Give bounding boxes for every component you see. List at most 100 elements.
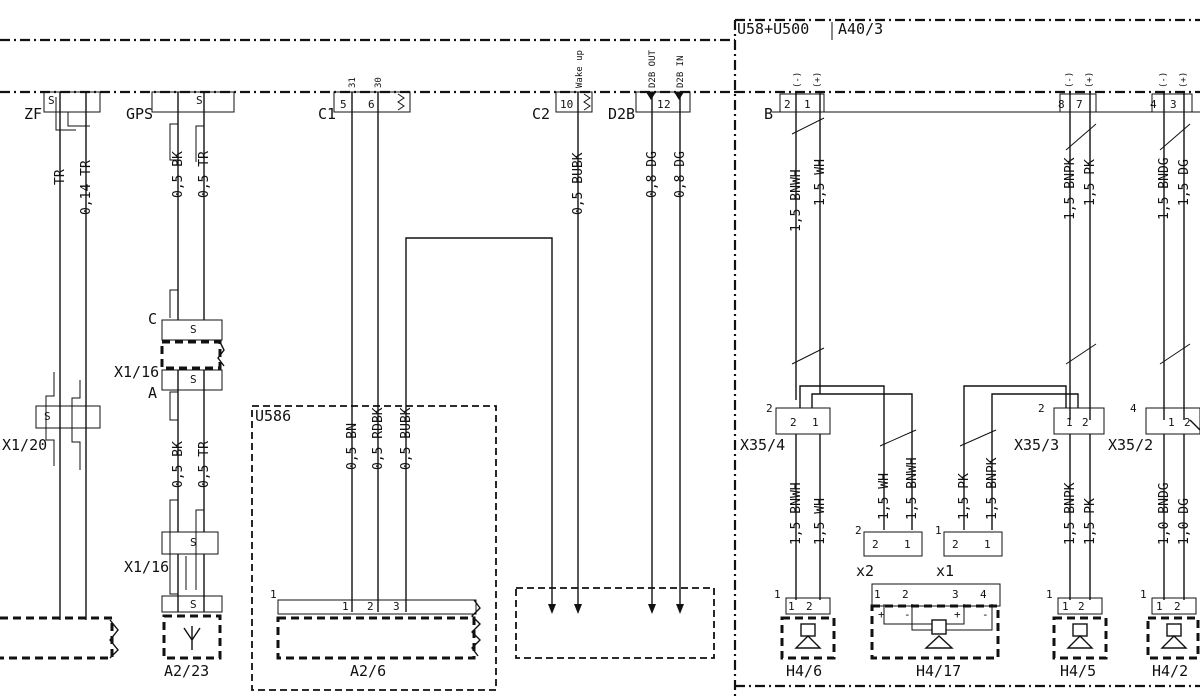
connector-label-x1-16-top: X1/16 — [114, 363, 159, 381]
pin-2-label: 2 — [1038, 402, 1045, 415]
pin-3-label: 3 — [952, 588, 959, 601]
connector-x1: 1 2 1 x1 — [935, 524, 1003, 580]
shield-pin-label: S — [44, 410, 51, 423]
wire-label-gps-c: 0,5 BK — [171, 441, 186, 488]
pin-1-label: 1 — [1066, 416, 1073, 429]
minus-terminal-label: - — [904, 608, 911, 621]
pin-1-label: 1 — [657, 98, 664, 111]
connector-x1-16-upper: C S X1/16 S A — [114, 289, 225, 421]
wire-label-x1-a: 1,5 PK — [957, 473, 972, 520]
pin-1-label: 1 — [874, 588, 881, 601]
connector-label-d2b: D2B — [608, 105, 635, 123]
twist-mark — [1065, 123, 1097, 151]
wire-label-h46-a: 1,5 BNWH — [789, 482, 804, 545]
connector-c1: C1 5 6 31 30 — [318, 77, 411, 123]
wire-label-c1-b: 0,5 RDBK — [371, 407, 386, 470]
shield-pin-label: S — [190, 536, 197, 549]
wire-label-b3-b: 1,5 DG — [1177, 159, 1192, 206]
pin-6-label: 6 — [368, 98, 375, 111]
pin-2-label: 2 — [1082, 416, 1089, 429]
connector-gps: GPS S — [126, 91, 235, 162]
pin-7-label: 7 — [1076, 98, 1083, 111]
pin-1-label: 1 — [935, 524, 942, 537]
pin-1-label: 1 — [1062, 600, 1069, 613]
connector-label-c2: C2 — [532, 105, 550, 123]
pin-2-label: 2 — [806, 600, 813, 613]
pin-4-label: 4 — [1130, 402, 1137, 415]
wire-label-gps-b: 0,5 TR — [197, 151, 212, 198]
pin-function-30: 30 — [374, 77, 384, 88]
pin-2-label: 2 — [855, 524, 862, 537]
connector-x2: 2 2 1 x2 — [855, 524, 923, 580]
wire-label-d2b-a: 0,8 DG — [645, 151, 660, 198]
wire-label-b2-b: 1,5 PK — [1083, 159, 1098, 206]
connector-label-x35-3: X35/3 — [1014, 436, 1059, 454]
component-label-h4-6: H4/6 — [786, 662, 822, 680]
wire-label-h45-b: 1,5 PK — [1083, 498, 1098, 545]
wire-label-h45-a: 1,5 BNPK — [1063, 482, 1078, 545]
plus-terminal-label: + — [878, 608, 885, 621]
connector-label-x35-4: X35/4 — [740, 436, 785, 454]
connector-label-c1: C1 — [318, 105, 336, 123]
connector-label-b: B — [764, 105, 773, 123]
wire-label-gps-a: 0,5 BK — [171, 151, 186, 198]
connector-x35-3: 2 1 2 X35/3 — [1014, 402, 1105, 454]
wire-label-x2-a: 1,5 WH — [877, 473, 892, 520]
pin-10-label: 10 — [560, 98, 573, 111]
arrow-head — [648, 604, 656, 614]
module-label-u586: U586 — [255, 407, 291, 425]
wire-label-h46-b: 1,5 WH — [813, 498, 828, 545]
wire-label-h42-a: 1,0 BNDG — [1157, 482, 1172, 545]
wire-label-x2-b: 1,5 BNWH — [905, 457, 920, 520]
component-label-h4-5: H4/5 — [1060, 662, 1096, 680]
wire-label-zf-b: 0,14 TR — [79, 160, 94, 215]
connector-label-gps: GPS — [126, 105, 153, 123]
pin-5-label: 5 — [340, 98, 347, 111]
twist-mark — [1065, 343, 1097, 365]
connector-label-x2: x2 — [856, 562, 874, 580]
pin-2-label: 2 — [1174, 600, 1181, 613]
wire-label-b2-a: 1,5 BNPK — [1063, 157, 1078, 220]
wire-label-h42-b: 1,0 DG — [1177, 498, 1192, 545]
component-h4-5: 1 1 2 H4/5 — [1046, 588, 1108, 680]
wire-label-b3-a: 1,5 BNDG — [1157, 157, 1172, 220]
connector-d2b: D2B 1 2 D2B OUT D2B IN — [608, 49, 691, 123]
pin-function-d2b-out: D2B OUT — [648, 49, 658, 88]
connector-label-x35-2: X35/2 — [1108, 436, 1153, 454]
pin-1-label: 1 — [1156, 600, 1163, 613]
connector-b: B 2 1 (-) (+) 8 7 (-) (+) 4 3 (-) (+) — [764, 72, 1200, 123]
wire-x1-route-b — [991, 393, 1079, 440]
wire-label-b1-a: 1,5 BNWH — [789, 169, 804, 232]
component-label-a2-23: A2/23 — [164, 662, 209, 680]
pin-1-label: 1 — [788, 600, 795, 613]
component-label-h4-17: H4/17 — [916, 662, 961, 680]
pin-3-label: 3 — [1170, 98, 1177, 111]
wire-label-x1-b: 1,5 BNPK — [985, 457, 1000, 520]
pin-1-label: 1 — [270, 588, 277, 601]
arrow-head — [548, 604, 556, 614]
wire-label-c1-c: 0,5 BUBK — [399, 407, 414, 470]
pin-function-minus: (-) — [1159, 72, 1169, 88]
twist-mark — [1159, 343, 1191, 365]
pin-function-minus: (-) — [1065, 72, 1075, 88]
pin-1-label: 1 — [1168, 416, 1175, 429]
pin-3-label: 3 — [393, 600, 400, 613]
pin-1-label: 1 — [804, 98, 811, 111]
twist-mark — [879, 429, 917, 447]
pin-2-label: 2 — [766, 402, 773, 415]
pin-1-label: 1 — [342, 600, 349, 613]
pin-1-label: 1 — [984, 538, 991, 551]
pin-4-label: 4 — [1150, 98, 1157, 111]
connector-c2: C2 10 Wake up — [532, 50, 593, 123]
wire-c1-bubk — [405, 237, 553, 612]
connector-x1-16-lower: S X1/16 — [124, 499, 219, 595]
pin-1-label: 1 — [774, 588, 781, 601]
pin-function-31: 31 — [348, 77, 358, 88]
connector-x35-2: 4 1 2 X35/2 — [1108, 402, 1200, 454]
twist-mark — [1159, 123, 1191, 151]
pin-function-minus: (-) — [793, 72, 803, 88]
connector-a-label: A — [148, 384, 157, 402]
component-a2-23: A2/23 — [162, 614, 222, 680]
pin-8-label: 8 — [1058, 98, 1065, 111]
